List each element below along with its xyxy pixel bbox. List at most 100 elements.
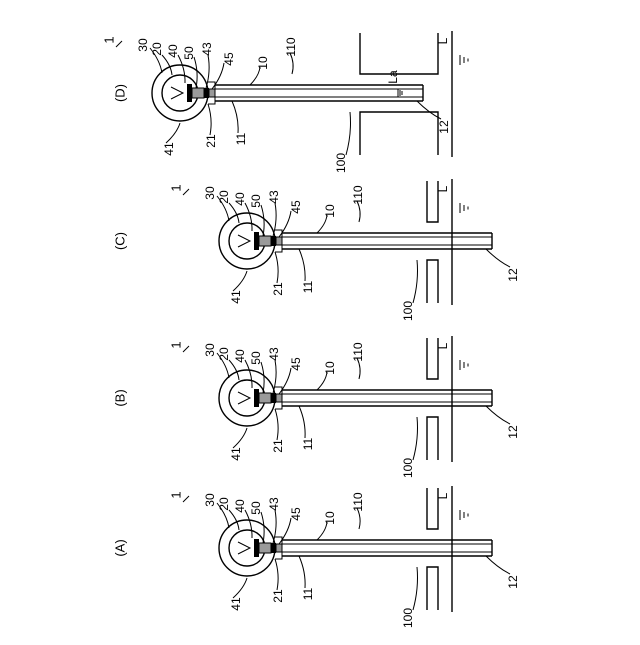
label-device-1: 1 [101, 36, 116, 43]
label-110: 110 [351, 185, 365, 204]
label-100: 100 [401, 301, 415, 321]
label-L: L [436, 185, 450, 192]
label-30: 30 [203, 343, 217, 357]
leader-line-10 [299, 249, 305, 281]
label-20: 20 [217, 497, 231, 511]
label-43: 43 [200, 42, 214, 56]
label-10: 10 [323, 511, 337, 525]
wall-100-lower [427, 567, 438, 610]
label-12: 12 [506, 268, 520, 282]
panel-caption: (C) [112, 232, 127, 250]
label-21: 21 [271, 439, 285, 453]
leader-line-9 [275, 559, 278, 590]
sensor-plate-40 [254, 539, 259, 557]
leader-line-12 [486, 406, 510, 424]
label-41: 41 [229, 447, 243, 461]
leader-line-9 [275, 409, 278, 440]
label-45: 45 [289, 200, 303, 214]
label-50: 50 [249, 351, 263, 365]
arrow-mark [238, 392, 250, 404]
label-100: 100 [334, 153, 348, 173]
label-12: 12 [506, 425, 520, 439]
label-11: 11 [234, 132, 248, 145]
arrow-mark [238, 235, 250, 247]
leader-device-1 [183, 346, 189, 352]
leader-line-8 [233, 428, 247, 448]
label-10: 10 [323, 204, 337, 218]
label-43: 43 [267, 347, 281, 361]
sensor-plate-40 [254, 232, 259, 250]
connector-43 [204, 88, 209, 98]
sensor-plate-40 [254, 389, 259, 407]
label-41: 41 [229, 597, 243, 611]
panel-caption: (B) [112, 389, 127, 406]
label-40: 40 [166, 44, 180, 58]
label-45: 45 [289, 507, 303, 521]
label-20: 20 [150, 42, 164, 56]
label-50: 50 [182, 46, 196, 60]
leader-line-8 [233, 271, 247, 291]
label-11: 11 [301, 280, 315, 293]
label-30: 30 [203, 493, 217, 507]
sensor-plate-40 [187, 84, 192, 102]
connector-43 [271, 543, 276, 553]
panel-caption: (A) [112, 539, 127, 556]
coupler-45 [276, 394, 282, 402]
leader-line-8 [166, 123, 180, 143]
wall-100-lower [427, 417, 438, 460]
label-L: L [436, 37, 450, 44]
panel-a: 130204050434510110L12412111100(A) [112, 486, 520, 628]
leader-line-9 [275, 252, 278, 283]
wall-100-lower [360, 112, 438, 155]
label-21: 21 [271, 282, 285, 296]
label-30: 30 [203, 186, 217, 200]
label-device-1: 1 [168, 341, 183, 348]
sensor-block-50 [192, 88, 204, 98]
label-40: 40 [233, 192, 247, 206]
leader-device-1 [116, 41, 122, 47]
label-43: 43 [267, 190, 281, 204]
arrow-mark [171, 87, 183, 99]
coupler-45 [276, 544, 282, 552]
connector-43 [271, 393, 276, 403]
leader-line-10 [299, 556, 305, 588]
sensor-block-50 [259, 543, 271, 553]
coupler-45 [209, 89, 215, 97]
label-30: 30 [136, 38, 150, 52]
label-110: 110 [284, 37, 298, 56]
leader-line-9 [208, 104, 211, 135]
panel-caption: (D) [112, 84, 127, 102]
leader-line-11 [413, 417, 418, 460]
wall-110-upper [360, 33, 438, 74]
leader-line-11 [413, 567, 418, 610]
wall-100-lower [427, 260, 438, 303]
panel-b: 130204050434510110L12412111100(B) [112, 336, 520, 478]
label-50: 50 [249, 501, 263, 515]
label-10: 10 [256, 56, 270, 70]
label-L: L [436, 492, 450, 499]
label-45: 45 [289, 357, 303, 371]
label-21: 21 [204, 134, 218, 148]
label-20: 20 [217, 190, 231, 204]
leader-line-11 [346, 112, 351, 155]
leader-device-1 [183, 189, 189, 195]
panel-c: 130204050434510110L12412111100(C) [112, 179, 520, 321]
connector-43 [271, 236, 276, 246]
leader-line-12 [486, 249, 510, 267]
label-40: 40 [233, 499, 247, 513]
label-11: 11 [301, 587, 315, 600]
label-41: 41 [162, 142, 176, 156]
label-50: 50 [249, 194, 263, 208]
leader-line-11 [413, 260, 418, 303]
label-110: 110 [351, 492, 365, 511]
label-110: 110 [351, 342, 365, 361]
leader-line-12 [486, 556, 510, 574]
leader-line-10 [299, 406, 305, 438]
sensor-block-50 [259, 393, 271, 403]
label-20: 20 [217, 347, 231, 361]
label-La: La [386, 70, 400, 84]
coupler-45 [276, 237, 282, 245]
leader-device-1 [183, 496, 189, 502]
label-10: 10 [323, 361, 337, 375]
